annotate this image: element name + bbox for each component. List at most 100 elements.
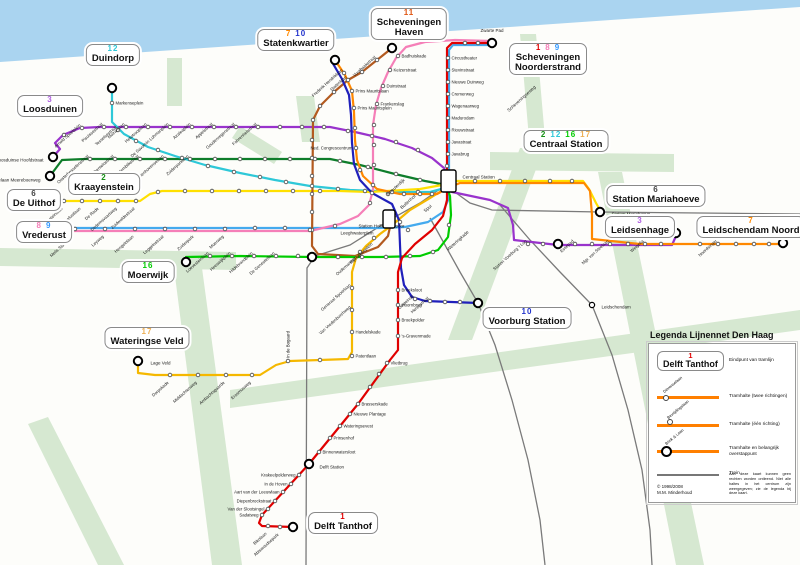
terminal-box-name: Haven: [394, 26, 424, 38]
station-label: Broekpolder: [402, 318, 426, 323]
station-dot: [249, 372, 255, 378]
terminal-box-name: Statenkwartier: [263, 37, 329, 49]
legend-transfer-icon: [661, 446, 672, 457]
station-dot: [231, 169, 237, 175]
station-dot: [317, 103, 323, 109]
station-dot: [362, 188, 368, 194]
station-label: Loosduinse Hoofdstraat: [0, 158, 44, 163]
legend-title: Legenda Lijnennet Den Haag: [650, 330, 774, 340]
station-dot: [265, 523, 271, 529]
station-dot: [345, 77, 351, 83]
terminal-dot: [386, 42, 398, 54]
station-dot: [445, 139, 451, 145]
station-dot: [112, 156, 118, 162]
station-dot: [352, 125, 358, 131]
station-dot: [337, 423, 343, 429]
station-dot: [397, 219, 403, 225]
station-dot: [237, 156, 243, 162]
station-dot: [79, 125, 85, 131]
station-dot: [309, 191, 315, 197]
terminal-box-line-numbers: 1: [314, 512, 372, 522]
station-dot: [335, 186, 341, 192]
station-label: 's-Gravenmade: [402, 334, 432, 339]
station-dot: [345, 128, 351, 134]
station-label: De Rade: [84, 206, 100, 221]
terminal-box-name: Leidsenhage: [610, 224, 670, 236]
station-dot: [155, 147, 161, 153]
station-dot: [374, 57, 380, 63]
station-dot: [349, 329, 355, 335]
legend: Legenda Lijnennet Den Haag 1 Delft Tanth…: [646, 330, 798, 505]
station-dot: [192, 226, 198, 232]
station-label: Centraal Station: [463, 175, 496, 180]
line-number-16: 16: [142, 261, 154, 270]
station-dot: [290, 188, 296, 194]
station-dot: [457, 299, 463, 305]
station-label: Diepenbrockstraat: [237, 499, 273, 504]
terminal-dot: [329, 54, 341, 66]
terminal-box-name: Delft Tanthof: [314, 520, 372, 532]
station-dot: [462, 40, 468, 46]
legend-sample-name: Delft Tanthof: [663, 359, 718, 370]
legend-item-transfer: Tramhalte en belangrijk overstappunt: [729, 446, 779, 457]
station-dot: [182, 188, 188, 194]
station-dot: [733, 241, 739, 247]
station-dot: [189, 124, 195, 130]
station-dot: [446, 222, 452, 228]
station-dot: [751, 241, 757, 247]
terminal-dot: [180, 256, 192, 268]
station-label: Station Hollands Spoor: [359, 224, 406, 229]
line-number-1: 1: [340, 512, 346, 521]
station-dot: [299, 124, 305, 130]
station-dot: [385, 191, 391, 197]
station-label: Leyweg: [90, 234, 105, 248]
terminal-box-name: Loosduinen: [23, 103, 77, 115]
legend-item-train: Trein: [729, 471, 740, 476]
station-dot: [309, 173, 315, 179]
station-dot: [407, 253, 413, 259]
terminal-box-line-numbers: 3: [611, 216, 669, 226]
station-label: Prins Mauritsplein: [358, 106, 393, 111]
station-dot: [369, 133, 375, 139]
station-dot: [133, 138, 139, 144]
station-label: Brasserskade: [362, 402, 389, 407]
legend-note: Aan deze kaart kunnen geen rechten worde…: [729, 472, 791, 496]
station-label: Bentelostraat: [93, 153, 116, 174]
station-dot: [162, 156, 168, 162]
train-line: [429, 217, 546, 565]
station-dot: [371, 142, 377, 148]
station-label: Circustheater: [452, 56, 478, 61]
terminal-dot: [47, 151, 59, 163]
station-label: Van der Slootsingel: [228, 507, 265, 512]
station-dot: [79, 198, 85, 204]
station-label: Moerweg: [208, 234, 225, 250]
station-label: Noordsingel: [697, 239, 717, 258]
train-layer: [305, 181, 800, 565]
line-number-10: 10: [521, 307, 533, 316]
station-label: Station Mariahoeve: [612, 212, 651, 217]
park-area: [174, 268, 242, 565]
station-dot: [277, 124, 283, 130]
station-dot: [393, 171, 399, 177]
station-dot: [295, 253, 301, 259]
station-dot: [395, 287, 401, 293]
station-dot: [97, 198, 103, 204]
legend-item-endpoint: Eindpunt van tramlijn: [729, 358, 774, 363]
station-label: Lage Veld: [151, 361, 172, 366]
station-dot: [317, 357, 323, 363]
station-dot: [212, 156, 218, 162]
station-dot: [257, 174, 263, 180]
station-dot: [307, 227, 313, 233]
station-dot: [251, 253, 257, 259]
terminal-box-line-numbers: 12: [92, 44, 134, 54]
terminal-box-line-numbers: 7: [702, 216, 799, 226]
station-dot: [205, 163, 211, 169]
terminal-box-name: Centraal Station: [529, 138, 603, 150]
